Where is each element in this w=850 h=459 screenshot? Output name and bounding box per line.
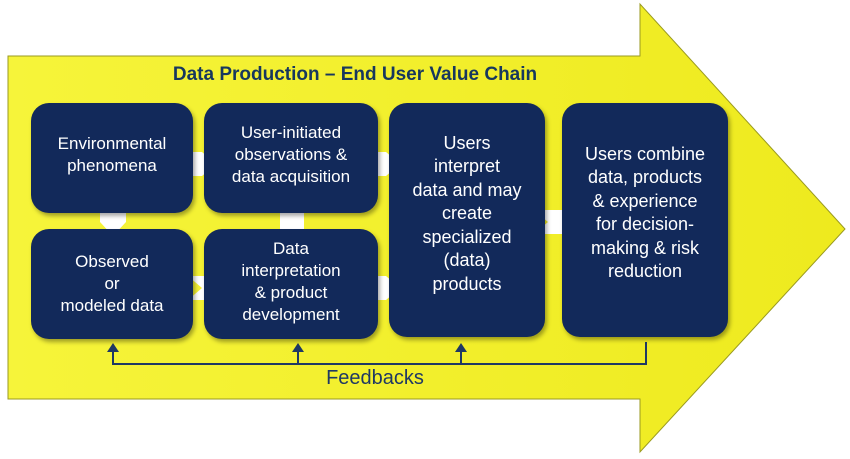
box-users-combine-label: Users combine data, products & experienc… — [584, 143, 706, 282]
diagram-title: Data Production – End User Value Chain — [172, 64, 538, 85]
feedback-arrowhead-interp-icon — [292, 343, 304, 352]
box-user-initiated-observations: User-initiated observations & data acqui… — [204, 103, 378, 213]
feedback-arrowheads — [107, 343, 467, 352]
box-environmental-phenomena: Environmental phenomena — [31, 103, 193, 213]
box-user-initiated-observations-label: User-initiated observations & data acqui… — [231, 123, 351, 186]
feedbacks-label: Feedbacks — [326, 367, 424, 389]
box-data-interpretation: Data interpretation & product developmen… — [204, 229, 378, 339]
box-observed-modeled-data-label: Observed or modeled data — [60, 252, 164, 315]
feedback-lines — [112, 342, 647, 365]
box-environmental-phenomena-label: Environmental phenomena — [57, 134, 167, 175]
box-users-combine: Users combine data, products & experienc… — [562, 103, 728, 337]
box-users-interpret: Users interpret data and may create spec… — [389, 103, 545, 337]
feedback-arrowhead-users-icon — [455, 343, 467, 352]
box-users-interpret-label: Users interpret data and may create spec… — [412, 132, 522, 294]
feedback-arrowhead-observed-icon — [107, 343, 119, 352]
box-data-interpretation-label: Data interpretation & product developmen… — [241, 239, 341, 324]
box-observed-modeled-data: Observed or modeled data — [31, 229, 193, 339]
